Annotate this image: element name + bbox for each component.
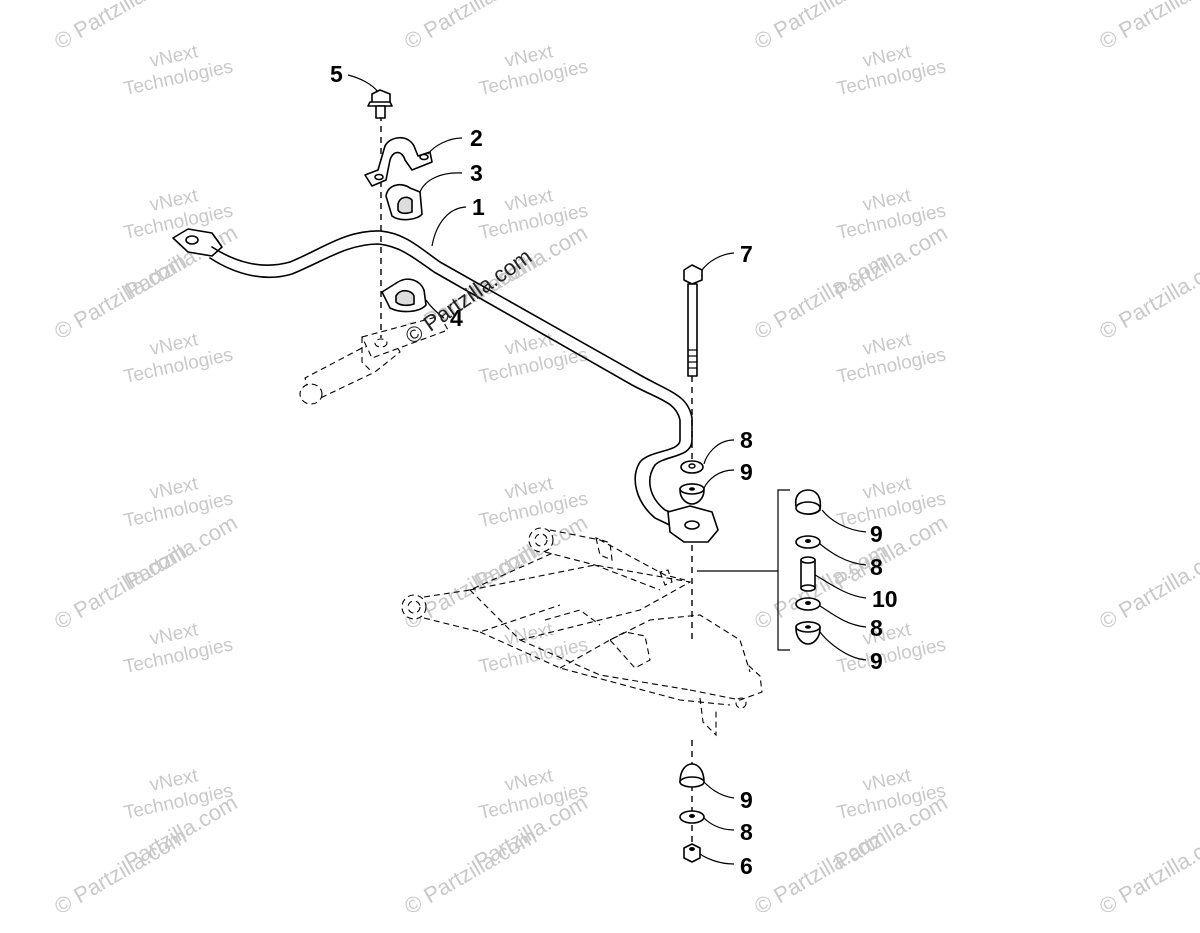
callout-5: 5 — [330, 61, 343, 87]
partzilla-watermark: © Partzilla.com — [750, 0, 891, 54]
bracket-detail-group — [697, 489, 822, 651]
bolt-5 — [367, 89, 393, 119]
callout-9-bracket-bottom: 9 — [870, 648, 883, 674]
bushing-3 — [385, 183, 423, 221]
callout-8-bracket-bottom: 8 — [870, 615, 883, 641]
callout-3: 3 — [470, 160, 483, 186]
frame-tube-ghost — [299, 315, 449, 405]
bushing-4 — [381, 278, 427, 313]
callout-9-upper: 9 — [740, 459, 753, 485]
partzilla-watermark: © Partzilla.com — [400, 0, 541, 54]
partzilla-watermark: © Partzilla.com — [1095, 824, 1200, 920]
callout-labels: 5 2 3 1 4 7 8 9 9 8 10 8 9 9 8 6 — [330, 61, 898, 879]
washer-8-lower — [679, 810, 705, 824]
partzilla-watermark: © Partzilla.com — [1095, 0, 1200, 54]
callout-9-bracket-top: 9 — [870, 521, 883, 547]
callout-4: 4 — [450, 305, 463, 331]
partzilla-watermark: © Partzilla.com — [1095, 249, 1200, 345]
partzilla-watermark: © Partzilla.com — [1095, 539, 1200, 635]
callout-2: 2 — [470, 125, 483, 151]
callout-6: 6 — [740, 853, 753, 879]
nut-6 — [683, 843, 701, 863]
callout-8-lower: 8 — [740, 819, 753, 845]
bolt-7 — [683, 264, 703, 377]
clamp-2 — [364, 136, 433, 187]
washer-8-upper — [680, 460, 704, 474]
callout-leaders — [347, 74, 867, 865]
grommet-9-lower — [679, 763, 705, 788]
callout-7: 7 — [740, 241, 753, 267]
callout-8-bracket-top: 8 — [870, 554, 883, 580]
callout-1: 1 — [472, 194, 485, 220]
swing-arm-ghost — [401, 527, 763, 737]
stabilizer-bar — [172, 228, 719, 543]
assembly-axis-lines — [380, 115, 693, 848]
callout-9-lower: 9 — [740, 787, 753, 813]
grommet-9-upper — [679, 483, 705, 505]
callout-10: 10 — [872, 586, 898, 612]
callout-8-upper: 8 — [740, 427, 753, 453]
